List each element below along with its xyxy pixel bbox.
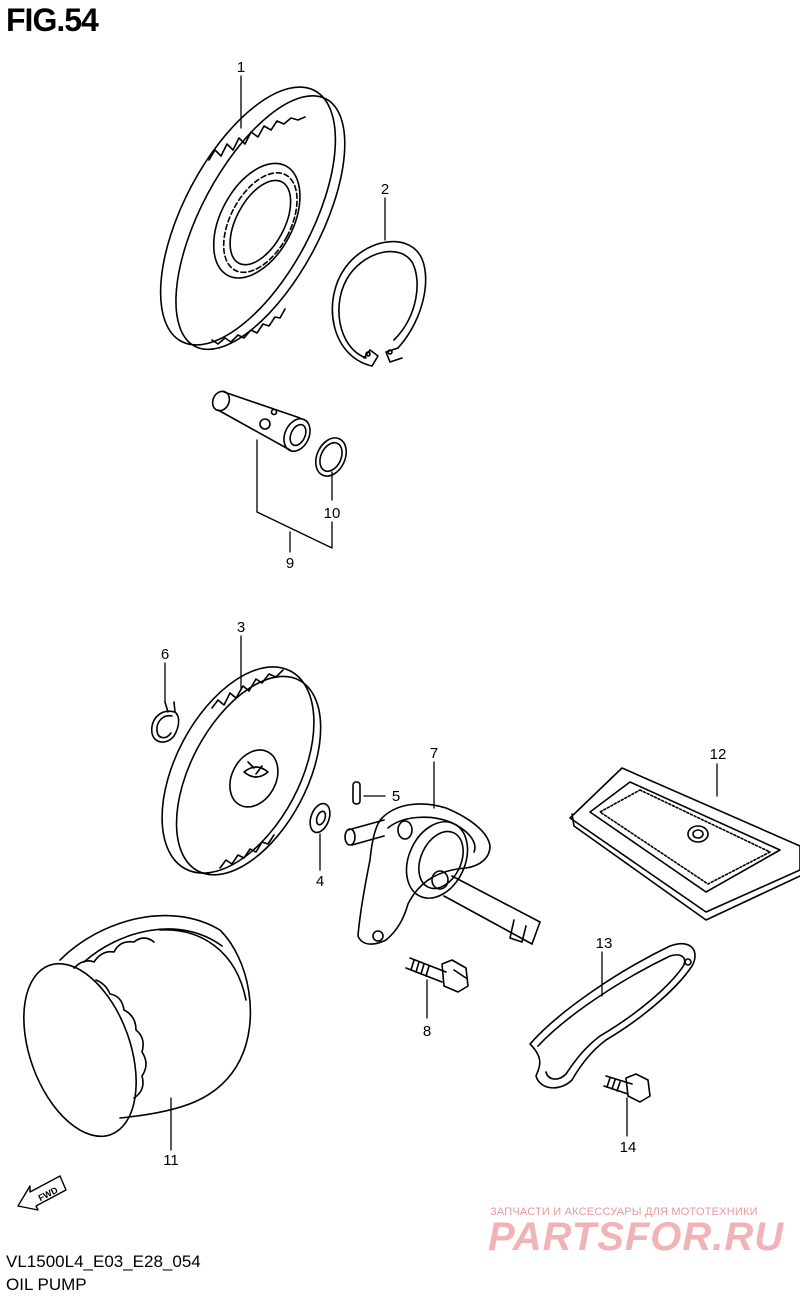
figure-code: VL1500L4_E03_E28_054 [6, 1252, 201, 1271]
callout-labels: 1 2 3 4 5 6 7 8 9 10 11 12 13 14 [161, 59, 727, 1169]
callout-7: 7 [430, 745, 438, 762]
callout-1: 1 [237, 59, 245, 76]
fwd-arrow-icon: FWD [17, 1175, 67, 1211]
figure-name: OIL PUMP [6, 1275, 87, 1294]
part-6-snap-ring [150, 701, 180, 743]
part-8-bolt [405, 957, 469, 993]
callout-9: 9 [286, 555, 294, 572]
watermark-logo: PARTSFOR.RU [488, 1215, 785, 1259]
part-13-gasket [529, 942, 696, 1089]
callout-12: 12 [710, 746, 727, 763]
callout-3: 3 [237, 619, 245, 636]
callout-11: 11 [163, 1152, 179, 1169]
callout-13: 13 [596, 935, 613, 952]
part-10-o-ring [314, 437, 348, 477]
part-12-strainer [569, 767, 800, 921]
part-2-circlip [331, 240, 427, 367]
part-5-pin [352, 781, 361, 805]
part-3-pump-gear [161, 666, 322, 876]
callout-8: 8 [423, 1023, 431, 1040]
leader-lines [164, 75, 718, 1151]
part-1-gear [159, 86, 346, 351]
callout-14: 14 [620, 1139, 637, 1156]
callout-5: 5 [392, 788, 400, 805]
part-7-oil-pump [344, 803, 541, 945]
part-11-oil-filter [23, 914, 252, 1138]
figure-title: FIG.54 [6, 2, 99, 38]
part-9-shaft [211, 390, 311, 453]
part-14-bolt [603, 1073, 651, 1103]
part-4-washer [309, 802, 331, 834]
callout-6: 6 [161, 646, 169, 663]
callout-10: 10 [324, 505, 341, 522]
callout-2: 2 [381, 181, 389, 198]
callout-4: 4 [316, 873, 324, 890]
watermark-tagline: ЗАПЧАСТИ И АКСЕССУАРЫ ДЛЯ МОТОТЕХНИКИ [490, 1206, 758, 1218]
